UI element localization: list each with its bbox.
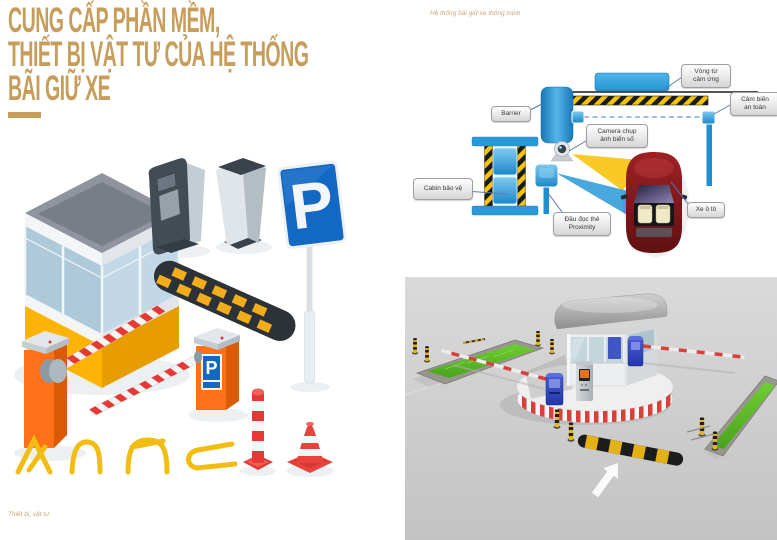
diagram-label-loop: Vòng từ cảm ứng <box>681 64 731 89</box>
diagram-label-safety-sensor: Cảm biến an toàn <box>730 92 777 117</box>
card-reader-graphic <box>534 163 559 214</box>
parking-sign-letter: P <box>286 167 337 244</box>
diagram-graphics <box>464 72 758 257</box>
barrier-arm-graphic <box>571 95 709 106</box>
smart-parking-diagram: Barrier Vòng từ cảm ứng Cảm biến an toàn… <box>410 40 777 275</box>
slide-title: CUNG CẤP PHẦN MỀM, THIẾT BỊ VẬT TƯ CỦA H… <box>8 1 544 118</box>
diagram-label-car-text: Xe ô tô <box>695 206 717 213</box>
diagram-label-barrier: Barrier <box>491 106 531 123</box>
diagram-label-camera-line1: Camera chụp <box>597 128 637 135</box>
render-fee-kiosk <box>576 361 593 401</box>
camera-beam-graphic <box>572 154 640 191</box>
bollard-illustration <box>243 388 273 470</box>
render-barrier-left <box>441 349 564 406</box>
diagram-label-cabin: Cabin bảo vệ <box>413 178 473 201</box>
ticket-kiosk-light-illustration <box>216 158 266 249</box>
title-line-3: BÃI GIỮ XE <box>8 69 111 108</box>
diagram-label-loop-line2: cảm ứng <box>693 76 719 84</box>
safety-sensor-pole-graphic <box>706 124 712 186</box>
diagram-label-camera: Camera chụp ảnh biển số <box>586 124 648 149</box>
ticket-kiosk-dark-illustration <box>148 158 205 255</box>
diagram-label-safety-sensor-line2: an toàn <box>744 104 766 112</box>
render-ground-bars <box>462 338 715 441</box>
safety-sensor-right-graphic <box>701 110 716 125</box>
diagram-label-camera-line2: ảnh biển số <box>600 136 634 144</box>
diagram-label-reader-line1: Đầu đọc thẻ <box>564 216 600 223</box>
section-caption-equipment: Thiết bị, vật tư <box>8 511 50 518</box>
reader-beam-graphic <box>556 173 648 219</box>
render-speed-bump <box>577 434 684 466</box>
traffic-cone-illustration <box>287 422 333 473</box>
title-line-2: THIẾT BỊ VẬT TƯ CỦA HỆ THỐNG <box>8 35 309 74</box>
render-barrier-right <box>627 336 745 374</box>
wheel-stopper-illustrations <box>15 434 238 475</box>
diagram-label-car: Xe ô tô <box>687 202 725 219</box>
barrier-kiosk-sign-letter: P <box>205 358 217 378</box>
diagram-label-barrier-text: Barrier <box>501 110 521 117</box>
render-grass-bed-right <box>703 375 777 459</box>
speed-bump-illustration <box>153 260 296 341</box>
equipment-illustration: P <box>14 158 347 477</box>
diagram-label-loop-line1: Vòng từ <box>694 68 718 75</box>
camera-graphic <box>550 141 574 162</box>
render-direction-arrow <box>591 463 618 498</box>
diagram-label-reader-line2: Proximity <box>568 224 596 232</box>
barrier-gate-right-illustration: P <box>89 328 240 416</box>
induction-loop-graphic <box>594 72 670 92</box>
diagram-label-reader: Đầu đọc thẻ Proximity <box>553 212 611 237</box>
diagram-label-safety-sensor-line1: Cảm biến <box>741 96 769 103</box>
parking-gate-render <box>405 277 777 540</box>
section-caption-smart-parking: Hệ thống bãi giữ xe thông minh <box>430 10 521 17</box>
guard-cabin-graphic <box>471 136 539 216</box>
title-underline <box>8 112 41 118</box>
diagram-label-cabin-text: Cabin bảo vệ <box>423 185 463 192</box>
barrier-body-graphic <box>540 86 574 144</box>
title-line-1: CUNG CẤP PHẦN MỀM, <box>8 1 220 40</box>
car-graphic <box>620 151 689 257</box>
safety-sensor-left-graphic <box>571 110 585 124</box>
parking-sign-illustration: P <box>277 160 347 384</box>
barrier-gate-left-illustration <box>22 305 166 448</box>
